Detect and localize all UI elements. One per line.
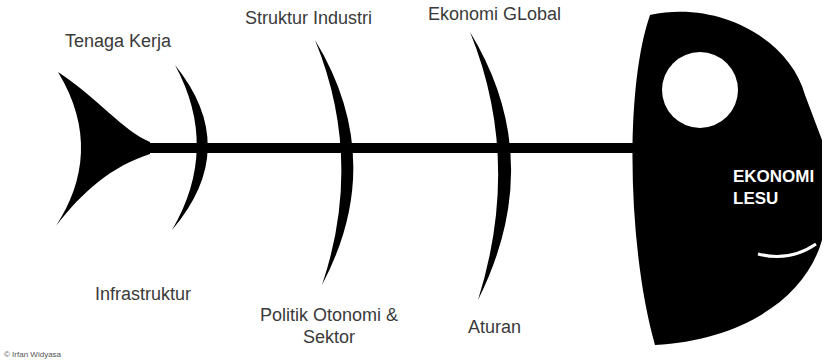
cause-category: Aturan (468, 316, 568, 338)
cause-category: Infrastruktur (95, 283, 265, 305)
fish-mouth (758, 244, 816, 256)
fish-spine (140, 143, 650, 153)
fish-bone (470, 32, 511, 300)
fish-head (632, 12, 822, 345)
copyright-note: © Irfan Widyasa (4, 350, 124, 360)
cause-category: Struktur Industri (245, 7, 445, 29)
fish-eye (662, 52, 738, 128)
fish-tail (56, 72, 150, 226)
cause-category: Tenaga Kerja (65, 30, 235, 52)
cause-category: Politik Otonomi & Sektor (258, 304, 400, 348)
fish-head-box: EKONOMI LESU (733, 166, 819, 210)
problem-text: EKONOMI LESU (733, 166, 819, 210)
fish-bone (172, 65, 208, 230)
cause-category: Ekonomi GLobal (428, 3, 608, 25)
fish-bone (315, 40, 353, 285)
